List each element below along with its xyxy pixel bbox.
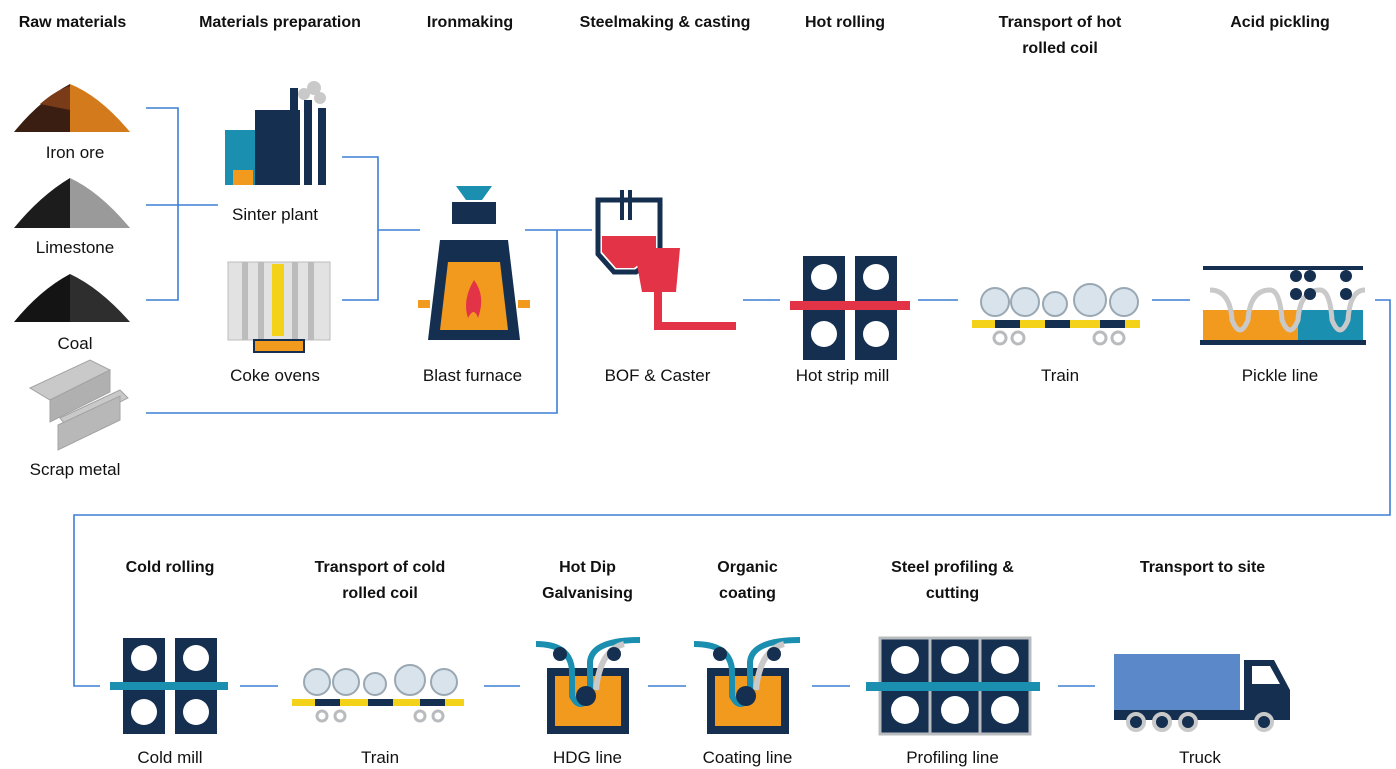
label-truck: Truck (1179, 748, 1221, 767)
label-profiling-line: Profiling line (906, 748, 999, 767)
profiling-line-icon (866, 636, 1040, 736)
header-materials-preparation: Materials preparation (199, 14, 361, 31)
hdg-line-icon (535, 637, 641, 734)
train-hot-icon (972, 283, 1140, 346)
label-iron-ore: Iron ore (45, 143, 105, 162)
label-blast-furnace: Blast furnace (422, 366, 523, 385)
label-train-hot: Train (1040, 366, 1080, 385)
cold-mill-icon (110, 638, 228, 734)
header-transport-to-site: Transport to site (1139, 559, 1266, 576)
connector-lines (73, 107, 1391, 687)
truck-icon (1114, 654, 1290, 732)
header-ironmaking: Ironmaking (426, 14, 514, 31)
header-transport-cold-coil: Transport of cold rolled coil (314, 559, 446, 602)
coal-icon (14, 274, 130, 322)
limestone-icon (14, 178, 130, 228)
label-sinter-plant: Sinter plant (232, 205, 318, 224)
label-pickle-line: Pickle line (1241, 366, 1319, 385)
label-coal: Coal (57, 334, 93, 353)
header-acid-pickling: Acid pickling (1230, 14, 1330, 31)
label-limestone: Limestone (35, 238, 115, 257)
coke-ovens-icon (227, 261, 331, 353)
header-cold-rolling: Cold rolling (125, 559, 215, 576)
scrap-metal-icon (28, 359, 129, 451)
label-scrap-metal: Scrap metal (29, 460, 121, 479)
label-train-cold: Train (360, 748, 400, 767)
label-hot-strip-mill: Hot strip mill (795, 366, 890, 385)
train-cold-icon (292, 664, 464, 723)
iron-ore-icon (14, 84, 130, 132)
header-steel-profiling: Steel profiling & cutting (891, 559, 1014, 602)
header-hot-rolling: Hot rolling (805, 14, 885, 31)
label-coke-ovens: Coke ovens (230, 366, 320, 385)
pickle-line-icon (1200, 266, 1366, 345)
label-cold-mill: Cold mill (137, 748, 203, 767)
header-hot-dip-galvanising: Hot Dip Galvanising (542, 559, 633, 602)
label-bof-caster: BOF & Caster (604, 366, 711, 385)
sinter-plant-icon (225, 81, 326, 185)
blast-furnace-icon (418, 186, 530, 340)
coating-line-icon (693, 637, 801, 734)
header-raw-materials: Raw materials (18, 14, 127, 31)
header-transport-hot-coil: Transport of hot rolled coil (998, 14, 1122, 57)
label-hdg-line: HDG line (553, 748, 622, 767)
header-steelmaking-casting: Steelmaking & casting (579, 14, 751, 31)
bof-caster-icon (595, 190, 736, 330)
hot-strip-mill-icon (790, 256, 910, 360)
label-coating-line: Coating line (702, 748, 793, 767)
header-organic-coating: Organic coating (717, 559, 778, 602)
